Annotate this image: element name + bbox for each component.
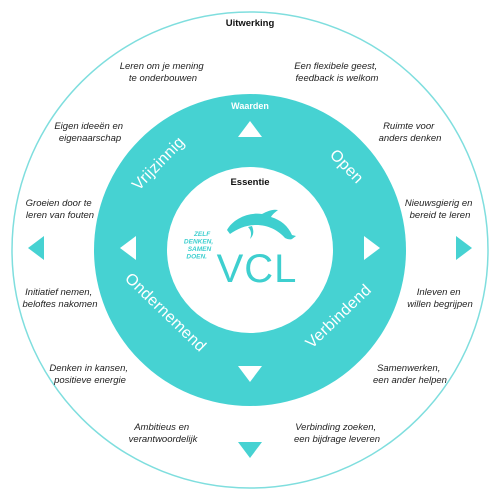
- triangle-right-icon: [364, 236, 380, 260]
- outer-item-6-line-1: Nieuwsgierig en: [405, 198, 473, 209]
- outer-item-4-line-2: anders denken: [379, 133, 442, 144]
- outer-item-4: Ruimte voor anders denken: [379, 121, 442, 144]
- outer-item-11-line-2: verantwoordelijk: [129, 434, 199, 445]
- outer-item-3: Eigen ideeën en eigenaarschap: [54, 121, 125, 144]
- outer-item-3-line-2: eigenaarschap: [59, 133, 121, 144]
- outer-item-12-line-2: een bijdrage leveren: [294, 434, 380, 445]
- outer-item-7: Initiatief nemen, beloftes nakomen: [23, 287, 98, 310]
- triangle-left-icon: [28, 236, 44, 260]
- triangle-right-icon: [456, 236, 472, 260]
- outer-item-12: Verbinding zoeken, een bijdrage leveren: [294, 422, 380, 445]
- outer-item-8-line-1: Inleven en: [417, 287, 461, 298]
- outer-item-2-line-1: Een flexibele geest,: [294, 61, 377, 72]
- outer-item-5: Groeien door te leren van fouten: [26, 198, 95, 221]
- tagline-line-1: ZELF: [193, 231, 211, 238]
- vcl-wordmark: VCL: [217, 247, 298, 291]
- uitwerking-title: Uitwerking: [226, 18, 275, 29]
- outer-item-1-line-2: te onderbouwen: [129, 73, 197, 84]
- tagline-line-4: DOEN.: [186, 254, 207, 261]
- outer-item-5-line-2: leren van fouten: [26, 210, 94, 221]
- outer-item-2-line-2: feedback is welkom: [296, 73, 379, 84]
- outer-labels: Leren om je mening te onderbouwen Een fl…: [23, 61, 475, 445]
- tagline: ZELF DENKEN, SAMEN DOEN.: [184, 231, 215, 261]
- outer-item-8-line-2: willen begrijpen: [407, 299, 472, 310]
- outer-item-1-line-1: Leren om je mening: [120, 61, 205, 72]
- triangle-left-icon: [120, 236, 136, 260]
- outer-item-6: Nieuwsgierig en bereid te leren: [405, 198, 475, 221]
- outer-item-6-line-2: bereid te leren: [410, 210, 471, 221]
- vcl-logo: ZELF DENKEN, SAMEN DOEN. VCL: [184, 209, 298, 291]
- outer-item-7-line-1: Initiatief nemen,: [25, 287, 92, 298]
- triangle-down-icon: [238, 366, 262, 382]
- tagline-line-2: DENKEN,: [184, 239, 213, 246]
- outer-item-9-line-1: Denken in kansen,: [49, 363, 128, 374]
- dolphin-logo-icon: [227, 209, 296, 240]
- outer-item-3-line-1: Eigen ideeën en: [54, 121, 123, 132]
- outer-item-9: Denken in kansen, positieve energie: [49, 363, 130, 386]
- outer-item-7-line-2: beloftes nakomen: [23, 299, 98, 310]
- outer-item-4-line-1: Ruimte voor: [383, 121, 435, 132]
- outer-item-10: Samenwerken, een ander helpen: [373, 363, 447, 386]
- tagline-line-3: SAMEN: [188, 246, 212, 253]
- outer-item-11: Ambitieus en verantwoordelijk: [129, 422, 199, 445]
- center-circle: [167, 167, 333, 333]
- essentie-title: Essentie: [230, 177, 269, 188]
- outer-item-11-line-1: Ambitieus en: [133, 422, 189, 433]
- outer-item-10-line-1: Samenwerken,: [377, 363, 440, 374]
- outer-item-10-line-2: een ander helpen: [373, 375, 447, 386]
- triangle-down-icon: [238, 442, 262, 458]
- triangle-up-icon: [238, 121, 262, 137]
- outer-item-12-line-1: Verbinding zoeken,: [295, 422, 376, 433]
- waarden-title: Waarden: [231, 101, 269, 111]
- outer-item-2: Een flexibele geest, feedback is welkom: [294, 61, 380, 84]
- outer-item-1: Leren om je mening te onderbouwen: [120, 61, 207, 84]
- outer-item-9-line-2: positieve energie: [53, 375, 126, 386]
- outer-item-5-line-1: Groeien door te: [26, 198, 92, 209]
- outer-item-8: Inleven en willen begrijpen: [407, 287, 472, 310]
